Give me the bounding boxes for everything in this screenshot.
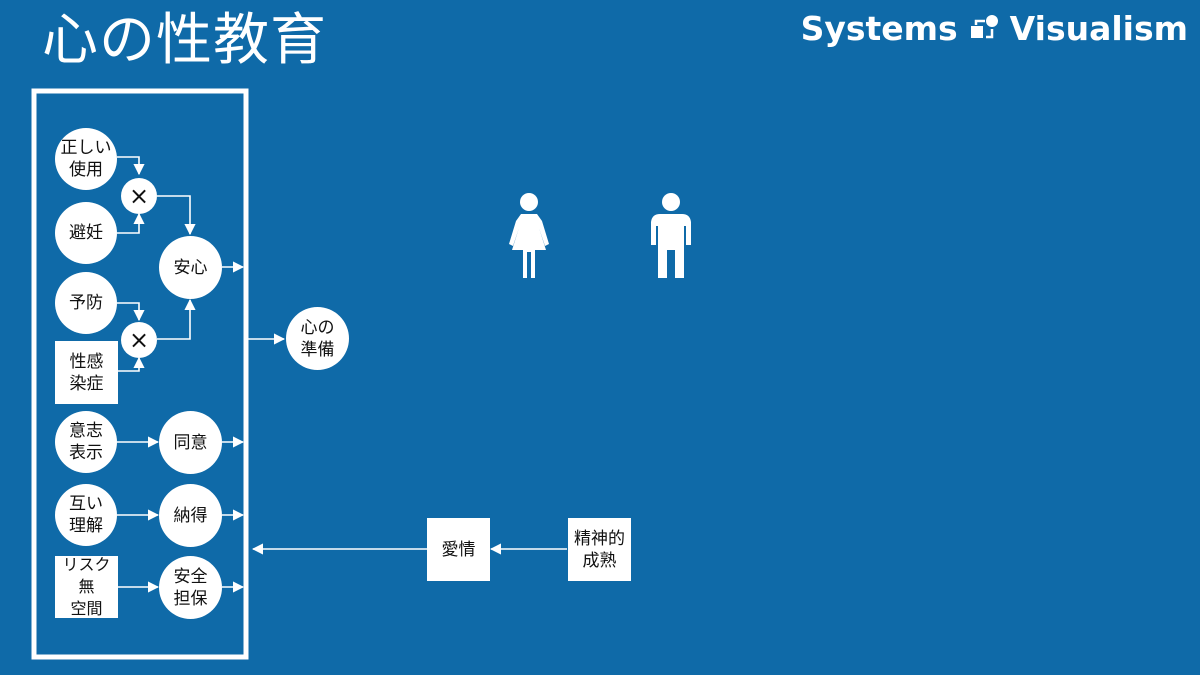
node-intention: 意志 表示 <box>55 411 117 473</box>
arrow-multiply-to-reassurance-lower <box>157 298 196 340</box>
male-person-icon <box>651 193 691 278</box>
arrow-prevention-to-multiply <box>117 302 145 322</box>
node-readiness: 心の 準備 <box>286 307 349 370</box>
page-title: 心の性教育 <box>42 8 327 73</box>
multiply-operator-lower: × <box>121 322 157 358</box>
arrow-multiply-to-reassurance <box>157 195 196 236</box>
node-safety: 安全 担保 <box>159 556 222 619</box>
node-prevention: 予防 <box>55 272 117 334</box>
node-reassurance: 安心 <box>159 236 222 299</box>
node-sti: 性感 染症 <box>55 341 118 404</box>
systems-visualism-logo-icon <box>970 15 998 39</box>
node-maturity: 精神的 成熟 <box>568 518 631 581</box>
brand-logo: Systems Visualism <box>801 8 1188 48</box>
node-risk-free-space: リスク無 空間 <box>55 555 118 618</box>
node-consent: 同意 <box>159 411 222 474</box>
group-frame <box>31 88 249 660</box>
arrow-contraception-to-multiply <box>117 212 145 234</box>
multiply-operator-upper: × <box>121 178 157 214</box>
node-love: 愛情 <box>427 518 490 581</box>
arrow-correct-use-to-multiply <box>117 156 145 176</box>
node-contraception: 避妊 <box>55 202 117 264</box>
brand-left-text: Systems <box>800 8 958 48</box>
arrow-sti-to-multiply <box>117 356 145 372</box>
node-agreement: 納得 <box>159 484 222 547</box>
node-mutual-understanding: 互い 理解 <box>55 484 117 546</box>
node-correct-use: 正しい 使用 <box>55 128 117 190</box>
female-person-icon <box>509 193 549 278</box>
brand-right-text: Visualism <box>1009 8 1188 48</box>
